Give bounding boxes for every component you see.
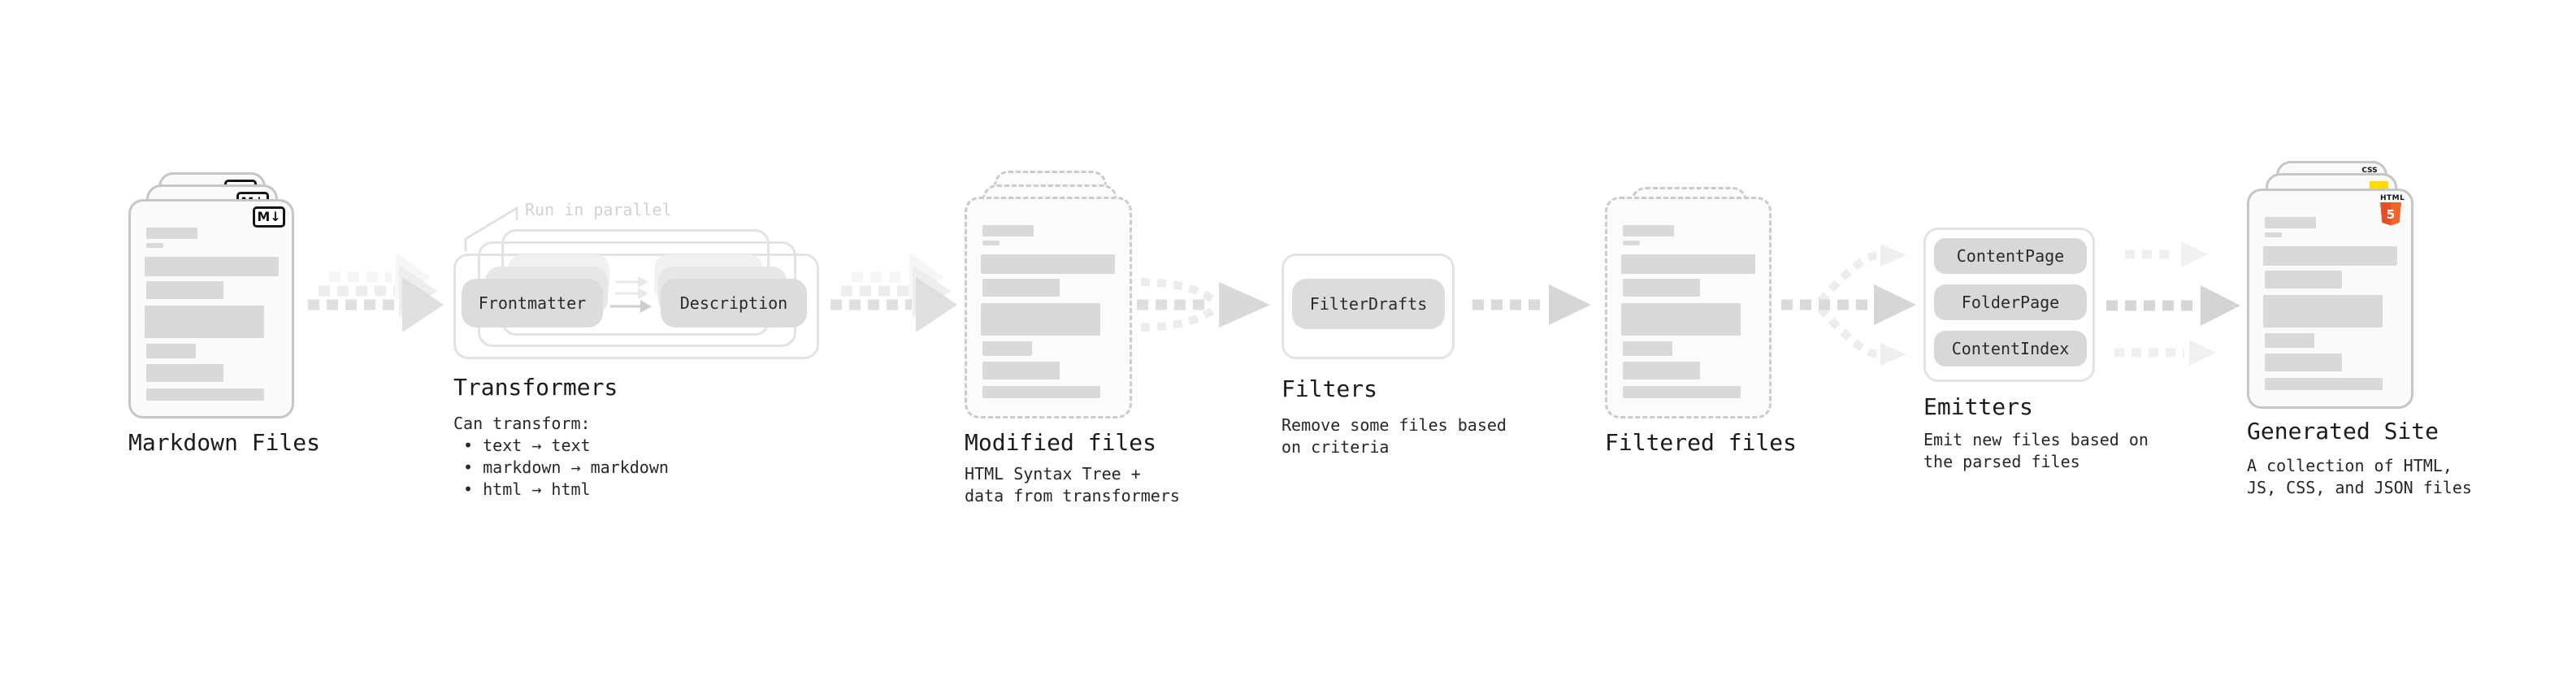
skeleton-text-line: [2263, 295, 2383, 327]
skeleton-text-line: [982, 241, 1000, 245]
skeleton-text-line: [982, 386, 1100, 398]
filtered-files-label: Filtered files: [1605, 429, 1798, 456]
skeleton-text-line: [1623, 241, 1640, 245]
folderpage-pill: FolderPage: [1934, 284, 2087, 320]
skeleton-text-line: [1623, 225, 1674, 236]
skeleton-text-line: [145, 306, 264, 338]
html5-shield: 5: [2380, 202, 2401, 226]
skeleton-text-line: [145, 257, 279, 276]
skeleton-text-line: [1623, 362, 1700, 380]
skeleton-text-line: [2265, 354, 2342, 371]
modified-files-description: HTML Syntax Tree + data from transformer…: [965, 464, 1180, 505]
skeleton-text-line: [1623, 386, 1741, 398]
modified-files-label: Modified files: [965, 429, 1157, 456]
arrow-emitters-to-generated: [2106, 241, 2240, 366]
transformers-description: Can transform: • text → text • markdown …: [453, 414, 669, 499]
modified-file-card-front: [965, 197, 1132, 419]
skeleton-text-line: [146, 281, 223, 299]
contentindex-pill: ContentIndex: [1934, 331, 2087, 367]
contentpage-pill: ContentPage: [1934, 238, 2087, 274]
arrow-transformers-to-modified: [830, 253, 957, 332]
skeleton-text-line: [146, 344, 196, 358]
frontmatter-pill: Frontmatter: [462, 279, 603, 327]
html5-icon: HTML 5: [2380, 194, 2405, 229]
run-in-parallel-annotation: Run in parallel: [525, 200, 672, 219]
filters-label: Filters: [1281, 375, 1378, 402]
arrow-modified-to-filters-converge: [1137, 278, 1270, 332]
arrow-markdown-to-transformers: [308, 253, 444, 332]
generated-file-card-front: HTML 5: [2247, 189, 2413, 409]
markdown-files-label: Markdown Files: [128, 429, 321, 456]
markdown-file-card-front: M↓: [128, 199, 294, 419]
skeleton-text-line: [1621, 254, 1755, 274]
skeleton-text-line: [1623, 279, 1700, 297]
skeleton-text-line: [981, 303, 1100, 336]
svg-text:5: 5: [2387, 207, 2395, 222]
description-pill: Description: [661, 279, 807, 327]
css-badge-text: CSS: [2361, 167, 2378, 175]
filters-description: Remove some files based on criteria: [1281, 415, 1507, 457]
skeleton-text-line: [146, 364, 223, 382]
skeleton-text-line: [2265, 333, 2314, 348]
generated-site-label: Generated Site: [2247, 418, 2439, 445]
skeleton-text-line: [146, 228, 197, 239]
markdown-icon: M↓: [253, 206, 285, 228]
skeleton-text-line: [2265, 217, 2316, 228]
skeleton-text-line: [146, 243, 163, 248]
emitters-label: Emitters: [1923, 393, 2033, 420]
skeleton-text-line: [2263, 246, 2397, 266]
skeleton-text-line: [981, 254, 1115, 274]
generated-site-description: A collection of HTML, JS, CSS, and JSON …: [2247, 456, 2472, 497]
skeleton-text-line: [1623, 341, 1672, 356]
arrow-filtered-to-emitters-diverge: [1781, 244, 1916, 366]
skeleton-text-line: [1621, 303, 1741, 336]
filterdrafts-pill: FilterDrafts: [1292, 279, 1445, 329]
transformers-label: Transformers: [453, 374, 618, 401]
skeleton-text-line: [982, 341, 1032, 356]
skeleton-text-line: [2265, 271, 2342, 288]
emitters-description: Emit new files based on the parsed files: [1923, 430, 2149, 471]
transformer-frame-front: [453, 254, 819, 359]
skeleton-text-line: [982, 362, 1060, 380]
arrow-filters-to-filtered: [1472, 284, 1591, 325]
skeleton-text-line: [982, 225, 1034, 236]
filtered-file-card-front: [1605, 197, 1772, 419]
skeleton-text-line: [2265, 232, 2282, 237]
html5-badge-text: HTML: [2380, 194, 2405, 202]
skeleton-text-line: [2265, 378, 2383, 390]
skeleton-text-line: [146, 388, 264, 401]
skeleton-text-line: [982, 279, 1060, 297]
